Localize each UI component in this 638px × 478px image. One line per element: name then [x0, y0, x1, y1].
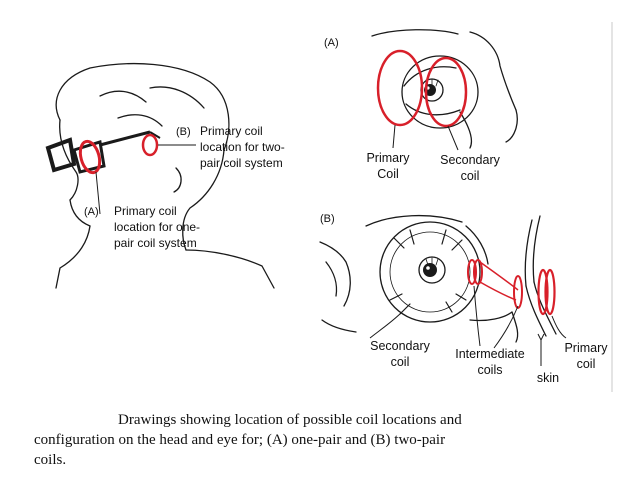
left-b-marker: (B)	[176, 126, 191, 138]
b-secondary-line-1: Secondary	[370, 339, 431, 353]
leader-b-primary	[551, 315, 567, 339]
a-secondary-coil	[424, 56, 468, 128]
panel-a-label: (A)	[324, 37, 339, 49]
b-pupil-highlight	[426, 266, 430, 270]
left-a-marker: (A)	[84, 206, 99, 218]
b-brow-ridge	[365, 214, 463, 227]
b-intermediate-coil-1	[513, 275, 523, 309]
head-outline	[55, 62, 230, 151]
a-face-contour-upper	[469, 31, 517, 111]
b-primary-coil-1	[537, 268, 549, 316]
hair-strand-2	[149, 86, 205, 109]
b-eyeball	[379, 221, 481, 323]
b-orbit-right	[465, 225, 489, 265]
left-b-line-2: location for two-	[200, 140, 285, 154]
left-b-line-3: pair coil system	[200, 156, 283, 170]
leader-a-primary	[392, 124, 396, 149]
left-a-line-3: pair coil system	[114, 236, 197, 250]
b-primary-coil-2	[544, 268, 556, 316]
b-pupil	[423, 263, 437, 277]
a-lower-eyelid	[405, 103, 461, 116]
b-skin-label: skin	[537, 371, 559, 385]
caption-line-3: coils.	[34, 452, 66, 468]
hair-strand-3	[117, 114, 163, 127]
leader-a-secondary	[447, 125, 459, 151]
glasses-temple-tip	[149, 131, 161, 139]
b-secondary-coil-1	[467, 259, 477, 285]
b-secondary-line-2: coil	[391, 355, 410, 369]
b-iris	[418, 256, 446, 284]
panel-a-leaders	[392, 124, 459, 151]
left-a-line-1: Primary coil	[114, 204, 177, 218]
a-secondary-line-2: coil	[461, 169, 480, 183]
primary-coil-one-pair	[78, 139, 102, 175]
left-leaders	[95, 144, 196, 215]
panel-b-leaders	[369, 285, 567, 366]
leader-b-skin-arrow	[537, 333, 545, 342]
b-intermediate-line-2: coils	[477, 363, 502, 377]
b-orbit-bottom	[321, 319, 357, 333]
panel-b-label: (B)	[320, 213, 335, 225]
shoulder-back	[185, 249, 275, 289]
a-primary-line-2: Coil	[377, 167, 399, 181]
a-cheek-line	[459, 111, 473, 149]
panel-a-eye	[371, 29, 518, 149]
b-secondary-coil-2	[473, 259, 483, 285]
shoulder-front	[55, 225, 91, 289]
leader-a-left	[95, 171, 101, 215]
b-skin-outer-upper	[532, 215, 541, 283]
b-cheek-bone	[469, 311, 513, 322]
b-connecting-wire-2	[479, 261, 519, 291]
b-primary-line-2: coil	[577, 357, 596, 371]
caption-line-2: configuration on the head and eye for; (…	[34, 432, 445, 448]
hair-strand-1	[99, 90, 147, 103]
glasses-frame-left	[45, 137, 77, 173]
b-jaw	[511, 311, 519, 343]
glasses-temple-arm	[99, 130, 151, 147]
a-face-contour-lower	[505, 109, 518, 143]
face-profile	[59, 119, 79, 201]
a-eyeball	[401, 55, 479, 129]
chin	[69, 199, 91, 227]
left-a-line-2: location for one-	[114, 220, 200, 234]
caption-line-1: Drawings showing location of possible co…	[118, 412, 462, 428]
b-connecting-wire-1	[479, 281, 517, 301]
panel-b-eye	[319, 214, 557, 343]
primary-coil-two-pair	[141, 133, 159, 157]
a-upper-eyelid	[403, 66, 457, 87]
b-orbit-left	[319, 241, 351, 307]
leader-b-intermediate-1	[473, 285, 481, 347]
b-intermediate-line-1: Intermediate	[455, 347, 525, 361]
neck-back	[182, 149, 225, 251]
b-skin-outer-lower	[533, 281, 557, 335]
b-eyeball-inner	[389, 231, 471, 313]
leader-b-secondary	[369, 311, 403, 339]
b-skin-inner-lower	[525, 285, 547, 337]
a-secondary-line-1: Secondary	[440, 153, 501, 167]
a-primary-coil	[376, 49, 424, 127]
b-skin-inner-upper	[524, 219, 533, 287]
ear	[173, 167, 182, 193]
leader-b-intermediate-2	[493, 305, 519, 349]
head-illustration	[55, 62, 275, 289]
b-primary-line-1: Primary	[564, 341, 608, 355]
left-b-line-1: Primary coil	[200, 124, 263, 138]
b-orbit-inner	[325, 261, 338, 297]
a-primary-line-1: Primary	[366, 151, 410, 165]
a-eyebrow	[371, 29, 459, 37]
